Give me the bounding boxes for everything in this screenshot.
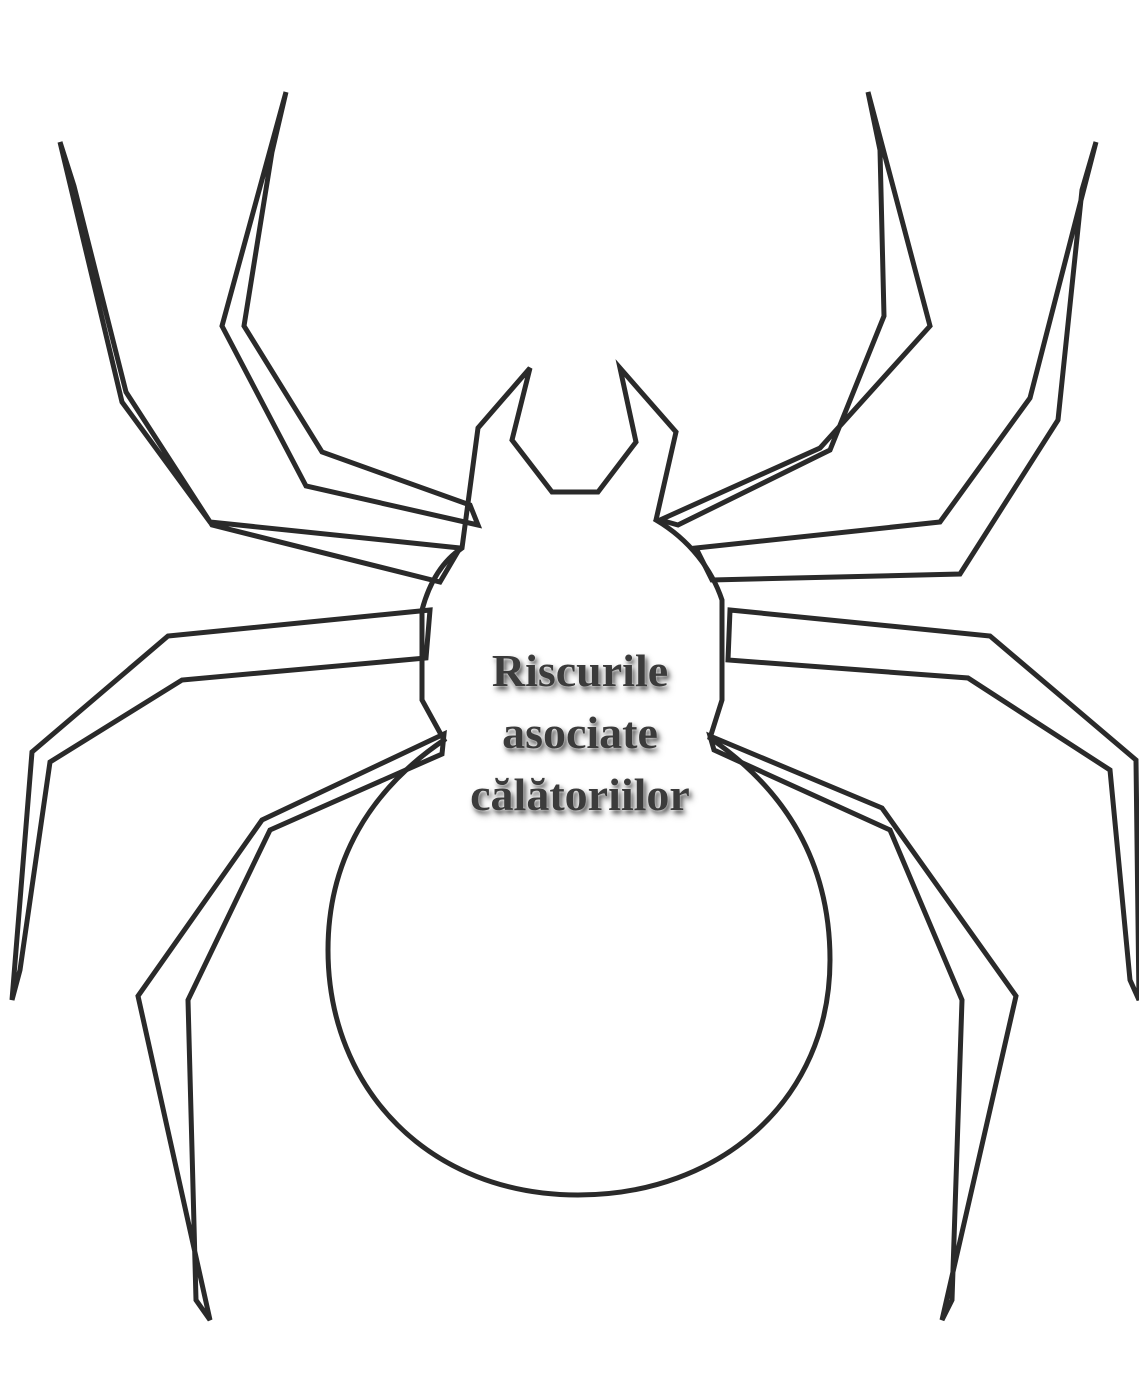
center-label-line-3: călătoriilor <box>400 764 760 826</box>
spider-leg-left-2 <box>222 92 478 525</box>
center-label: Riscurile asociate călătoriilor <box>400 640 760 826</box>
spider-leg-right-3 <box>728 610 1139 1000</box>
center-label-line-1: Riscurile <box>400 640 760 702</box>
spider-leg-right-2 <box>660 92 930 525</box>
spider-leg-left-1 <box>60 142 460 582</box>
spider-leg-left-3 <box>12 610 430 1000</box>
spider-leg-left-4 <box>138 734 444 1320</box>
center-label-line-2: asociate <box>400 702 760 764</box>
